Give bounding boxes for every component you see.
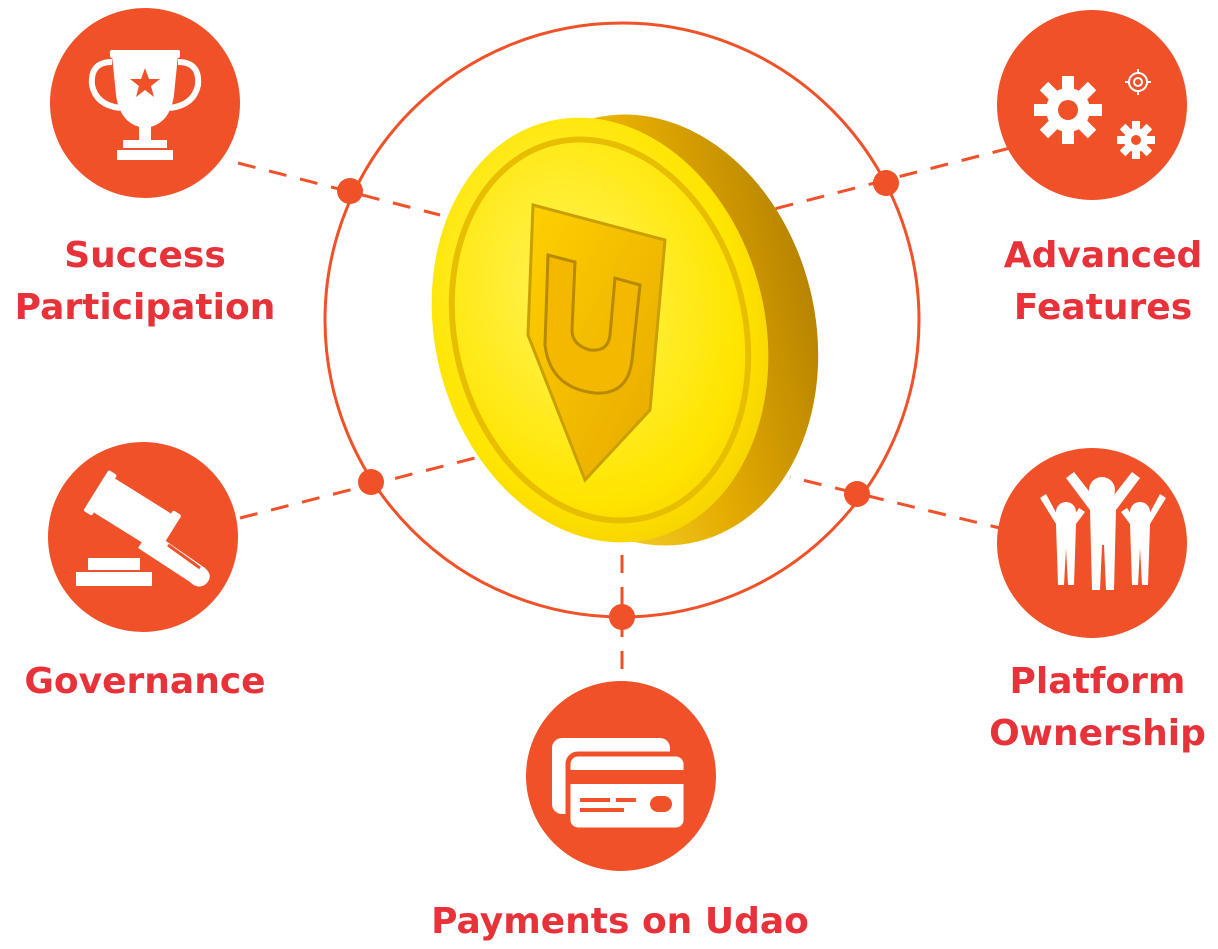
- dot-platform: [844, 481, 870, 507]
- connector-governance: [239, 456, 476, 520]
- people-icon: [1040, 472, 1166, 590]
- connector-advanced: [769, 146, 1011, 212]
- label-platform-ownership: Platform Ownership: [989, 661, 1206, 754]
- gavel-icon: [76, 470, 210, 587]
- credit-card-icon: [552, 738, 689, 833]
- connector-dots: [337, 170, 899, 630]
- feature-circle-platform-ownership: [997, 448, 1187, 638]
- dot-payments: [609, 604, 635, 630]
- label-success-participation: Success Participation: [14, 235, 276, 328]
- dot-advanced: [873, 170, 899, 196]
- label-advanced-features: Advanced Features: [1003, 235, 1203, 328]
- trophy-icon: [88, 50, 202, 160]
- feature-circle-payments-on-udao: [526, 681, 716, 871]
- label-payments-on-udao: Payments on Udao: [431, 901, 809, 942]
- feature-circle-advanced-features: [997, 10, 1187, 200]
- udao-coin-icon: [431, 114, 819, 546]
- feature-circle-success-participation: [50, 8, 240, 198]
- dot-success: [337, 178, 363, 204]
- dot-governance: [358, 469, 384, 495]
- connector-platform: [789, 475, 1009, 532]
- label-governance: Governance: [24, 661, 266, 702]
- feature-circle-governance: [48, 442, 238, 632]
- gears-icon: [1034, 69, 1155, 159]
